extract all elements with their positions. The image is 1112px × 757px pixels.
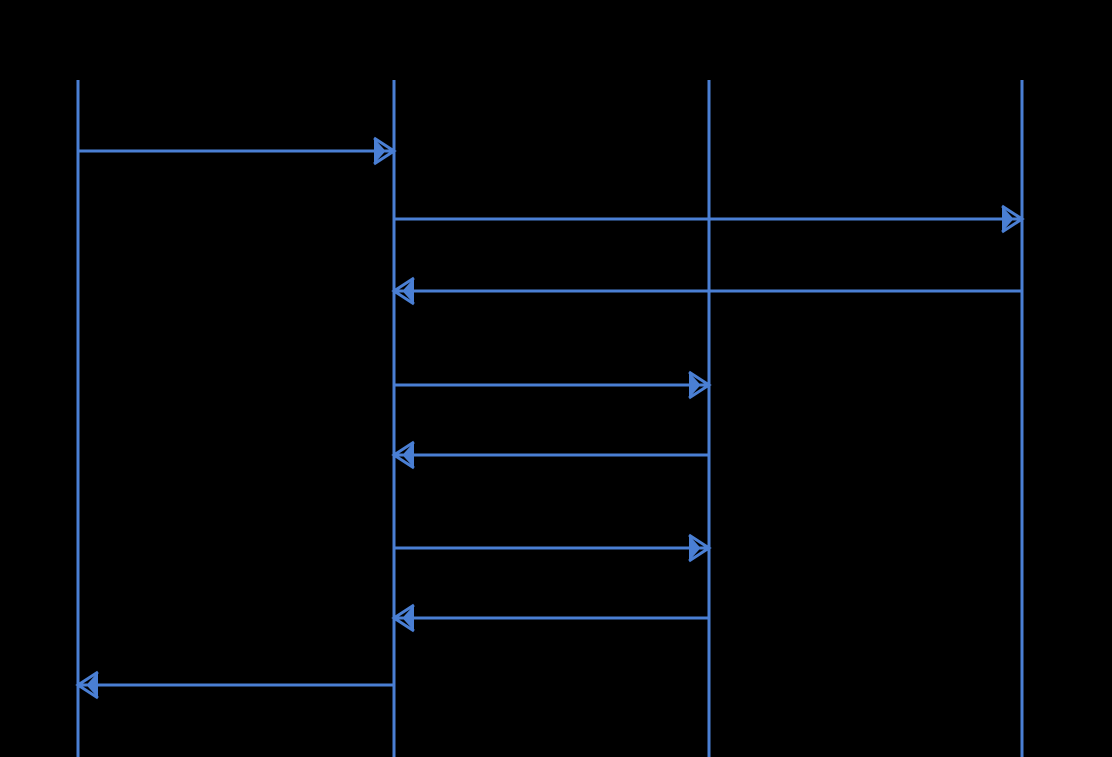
message-arrowbarb-1: [374, 138, 386, 164]
message-arrowhead-6: [688, 533, 712, 563]
message-arrowhead-7: [391, 603, 415, 633]
message-arrow-1: [78, 136, 397, 166]
message-arrow-5: [391, 440, 709, 470]
messages-group: [75, 136, 1025, 700]
message-arrowhead-1: [373, 136, 397, 166]
message-arrow-3: [391, 276, 1022, 306]
message-arrowbarb-8: [86, 672, 98, 698]
lifelines-group: [76, 80, 1024, 757]
message-arrow-2: [394, 204, 1025, 234]
message-arrowbarb-6: [689, 535, 701, 561]
message-arrowhead-5: [391, 440, 415, 470]
message-arrowhead-4: [688, 370, 712, 400]
message-arrowbarb-2: [1002, 206, 1014, 232]
message-arrow-4: [394, 370, 712, 400]
message-arrow-8: [75, 670, 394, 700]
message-arrowbarb-4: [689, 372, 701, 398]
message-arrow-6: [394, 533, 712, 563]
message-arrowhead-8: [75, 670, 99, 700]
message-arrowbarb-3: [402, 278, 414, 304]
message-arrowhead-2: [1001, 204, 1025, 234]
message-arrowhead-3: [391, 276, 415, 306]
message-arrowbarb-7: [402, 605, 414, 631]
message-arrow-7: [391, 603, 709, 633]
message-arrowbarb-5: [402, 442, 414, 468]
